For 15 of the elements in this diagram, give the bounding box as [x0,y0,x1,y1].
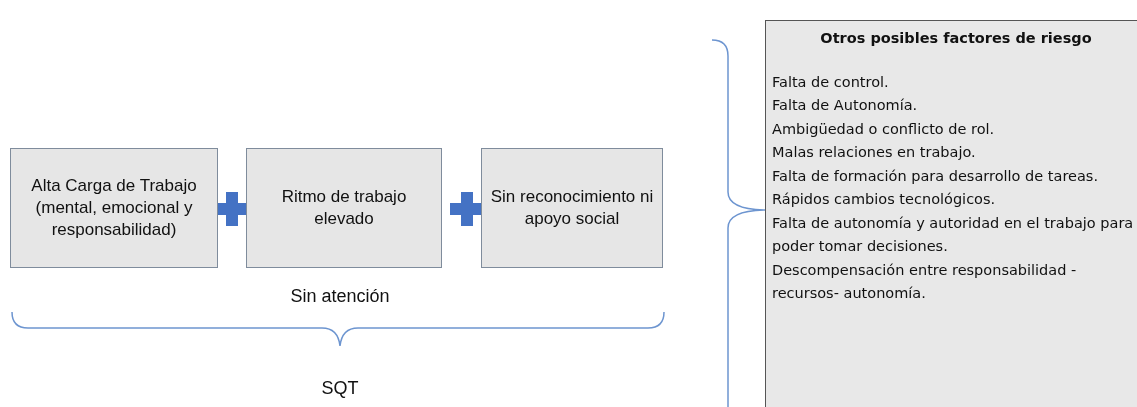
list-item: Falta de autonomía y autoridad en el trabajo para poder tomar decisiones. [772,213,1135,256]
bracket-label: SQT [321,378,359,399]
process-box: Ritmo de trabajo elevado [246,148,442,268]
list-item: Rápidos cambios tecnológicos. [772,190,997,209]
list-item: Malas relaciones en trabajo. [772,143,977,162]
list-item: Ambigüedad o conflicto de rol. [772,119,996,139]
panel-heading: Otros posibles factores de riesgo [819,29,1093,48]
list-item: Falta de formación para desarrollo de tareas. [772,166,1099,186]
text-panel [765,20,1137,407]
list-item: Falta de control. [772,72,890,92]
list-item: Falta de Autonomía. [772,96,919,115]
process-box: Alta Carga de Trabajo (mental, emocional y responsabilidad) [10,148,218,268]
bracket-label: Sin atención [290,286,390,307]
list-item: Descompensación entre responsabilidad -recursos- autonomía. [772,260,1078,303]
process-box: Sin reconocimiento ni apoyo social [481,148,663,268]
